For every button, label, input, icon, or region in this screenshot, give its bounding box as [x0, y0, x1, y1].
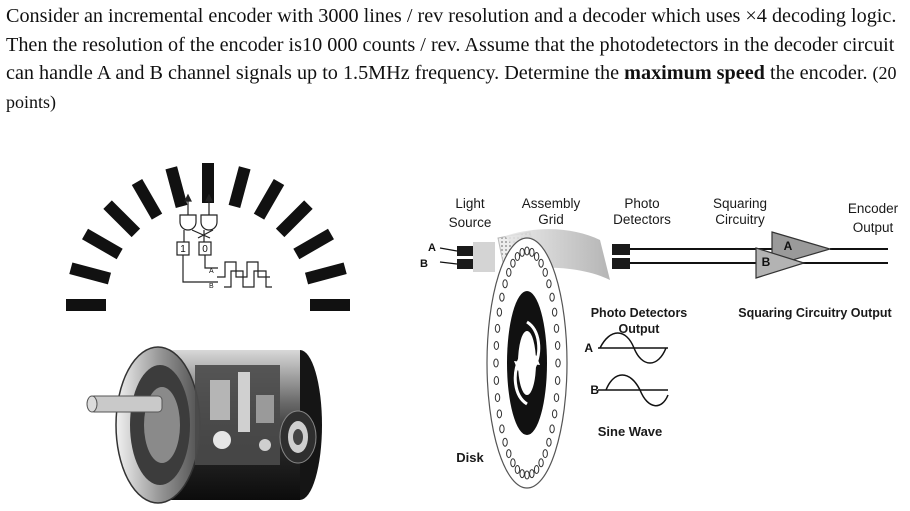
channel-a-label: A [209, 268, 214, 275]
disk-slot [494, 323, 501, 333]
code-wheel-bar [275, 200, 313, 238]
disk-slot [546, 437, 552, 447]
bit-zero-label: 0 [202, 244, 208, 255]
disk-slot [549, 424, 555, 434]
disk-slot [519, 247, 525, 257]
encoder-disk [486, 237, 568, 489]
squaring-amplifiers [755, 231, 833, 279]
disk-slot [553, 323, 560, 333]
disk-slot [554, 376, 561, 386]
question-tail: the encoder. [764, 62, 873, 84]
bit-one-label: 1 [180, 244, 186, 255]
disk-slot [493, 340, 500, 350]
channel-b-label: B [209, 283, 214, 290]
wave-a-label: A [584, 341, 593, 355]
disk-slot [555, 358, 561, 368]
code-wheel-bar [228, 166, 251, 209]
disk-slot [514, 465, 521, 475]
disk-slot [506, 267, 512, 277]
disk-slot [519, 469, 525, 479]
photo-detectors [612, 244, 630, 269]
disk-slot [529, 247, 535, 257]
amp-b-label: B [762, 255, 771, 269]
code-wheel-bar [131, 179, 163, 220]
input-b-label: B [420, 258, 428, 270]
disk-slot [524, 246, 530, 256]
sine-waves [598, 332, 669, 407]
disk-slot [514, 251, 521, 261]
disk-slot [499, 424, 505, 434]
code-wheel-bar [304, 262, 347, 285]
signal-lines [630, 248, 888, 264]
disk-slot [533, 465, 540, 475]
disk-slot [542, 449, 548, 459]
disk-slot [554, 340, 561, 350]
disk-slot [494, 393, 501, 403]
logic-gates [176, 193, 272, 288]
disk-slot [510, 458, 516, 468]
question-points: (20 points) [6, 63, 897, 112]
question-body: Consider an incremental encoder with 300… [6, 5, 897, 84]
disk-slot [553, 393, 560, 403]
disk-slot [499, 292, 505, 302]
disk-label: Disk [456, 450, 484, 465]
squaring-output-label: Squaring Circuitry Output [738, 306, 892, 320]
disk-slot [538, 458, 544, 468]
disk-slot [493, 358, 499, 368]
sine-wave-label: Sine Wave [597, 424, 663, 439]
code-wheel-bar [69, 262, 112, 285]
disk-slot [549, 292, 555, 302]
disk-slot [551, 409, 558, 419]
disk-slot [502, 437, 508, 447]
code-wheel-bar [103, 200, 141, 238]
disk-slot [493, 376, 500, 386]
disk-slot [506, 449, 512, 459]
code-wheel-bar [165, 166, 188, 209]
disk-slot [524, 470, 530, 480]
disk-slot [529, 469, 535, 479]
question-emphasis: maximum speed [624, 62, 765, 84]
code-wheel-bars [66, 163, 350, 311]
amp-a-label: A [784, 239, 793, 253]
light-source [439, 242, 495, 272]
code-wheel-bar [82, 228, 123, 260]
disk-slot [551, 307, 558, 317]
disk-slot [533, 251, 540, 261]
disk-slot [496, 409, 503, 419]
disk-slot [546, 279, 552, 289]
input-a-label: A [428, 242, 436, 254]
question-text: Consider an incremental encoder with 300… [6, 2, 906, 116]
code-wheel-bar [253, 179, 285, 220]
encoder-photo [86, 346, 322, 504]
code-wheel-bar [293, 228, 334, 260]
disk-slot [502, 279, 508, 289]
wave-b-label: B [590, 383, 599, 397]
disk-slot [542, 267, 548, 277]
disk-slot [538, 258, 544, 268]
disk-slot [496, 307, 503, 317]
disk-slot [510, 258, 516, 268]
